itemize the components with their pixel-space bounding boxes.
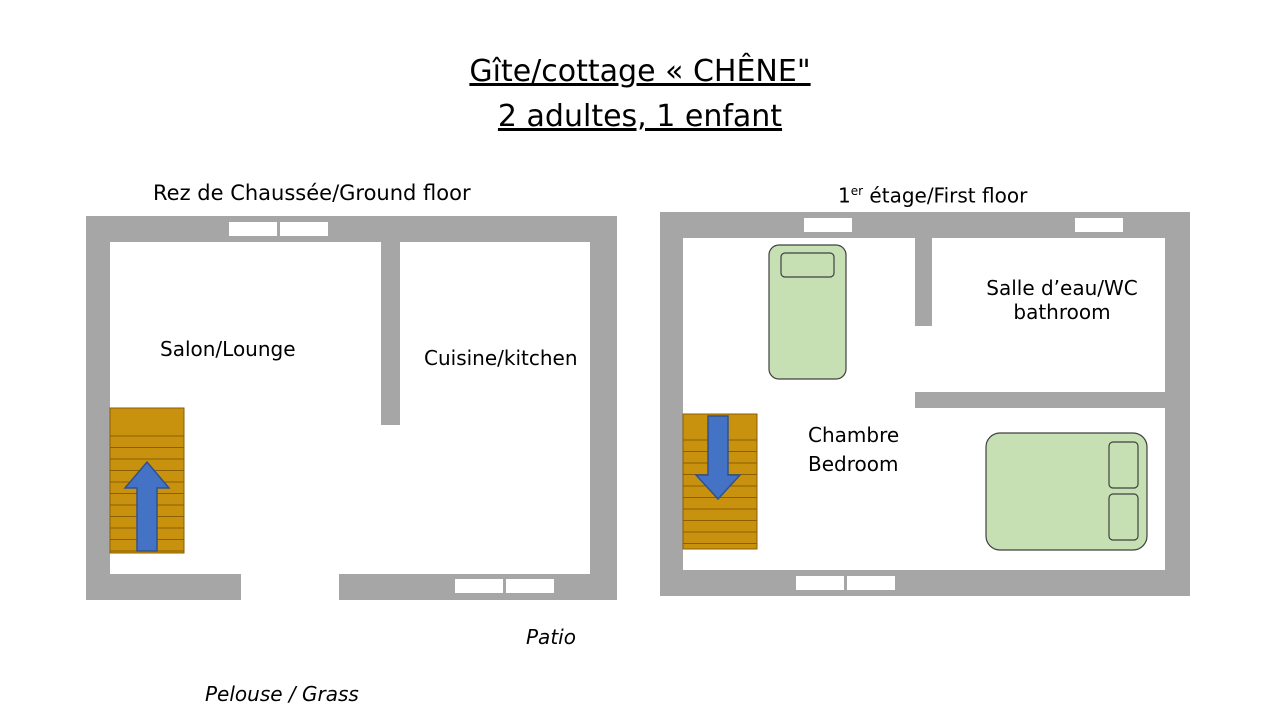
ground-floor-interior <box>110 242 590 574</box>
window <box>796 576 844 590</box>
room-label-bathroom-line2: bathroom <box>1013 300 1111 324</box>
single-bed-icon <box>768 244 847 380</box>
first-floor-partition-vertical <box>915 236 932 326</box>
first-floor-staircase <box>682 413 758 550</box>
room-label-bedroom: Chambre Bedroom <box>808 421 899 479</box>
room-label-bedroom-line1: Chambre <box>808 423 900 447</box>
ground-floor-heading: Rez de Chaussée/Ground floor <box>153 181 471 205</box>
double-bed-icon <box>985 432 1148 551</box>
outside-label-patio: Patio <box>526 625 576 649</box>
ground-floor-door-opening <box>241 570 339 602</box>
stair-down-arrow-icon <box>694 415 742 501</box>
first-floor-heading-sup: er <box>850 184 864 198</box>
first-floor-heading: 1er étage/First floor <box>838 179 1027 208</box>
window <box>847 576 895 590</box>
first-floor-partition-horizontal <box>915 392 1167 408</box>
room-label-lounge: Salon/Lounge <box>160 337 296 361</box>
window <box>280 222 328 236</box>
ground-floor-partition <box>381 240 400 425</box>
outside-label-grass: Pelouse / Grass <box>205 682 359 706</box>
ground-floor-staircase <box>109 407 185 554</box>
room-label-kitchen: Cuisine/kitchen <box>424 346 578 370</box>
double-bed-pillow <box>1108 493 1139 541</box>
first-floor-heading-rest: étage/First floor <box>863 183 1028 208</box>
single-bed-pillow <box>780 252 835 278</box>
diagram-title: Gîte/cottage « CHÊNE" <box>469 54 811 89</box>
double-bed-pillow <box>1108 441 1139 489</box>
window <box>804 218 852 232</box>
double-bed-frame <box>985 432 1148 551</box>
room-label-bathroom: Salle d’eau/WC bathroom <box>972 276 1152 324</box>
single-bed-frame <box>768 244 847 380</box>
staircase-steps <box>683 439 757 544</box>
room-label-bedroom-line2: Bedroom <box>808 452 899 476</box>
window <box>1075 218 1123 232</box>
stair-up-arrow-icon <box>123 460 171 552</box>
window <box>506 579 554 593</box>
room-label-bathroom-line1: Salle d’eau/WC <box>986 276 1138 300</box>
window <box>455 579 503 593</box>
window <box>229 222 277 236</box>
diagram-subtitle: 2 adultes, 1 enfant <box>497 99 783 134</box>
first-floor-heading-num: 1 <box>838 183 851 208</box>
